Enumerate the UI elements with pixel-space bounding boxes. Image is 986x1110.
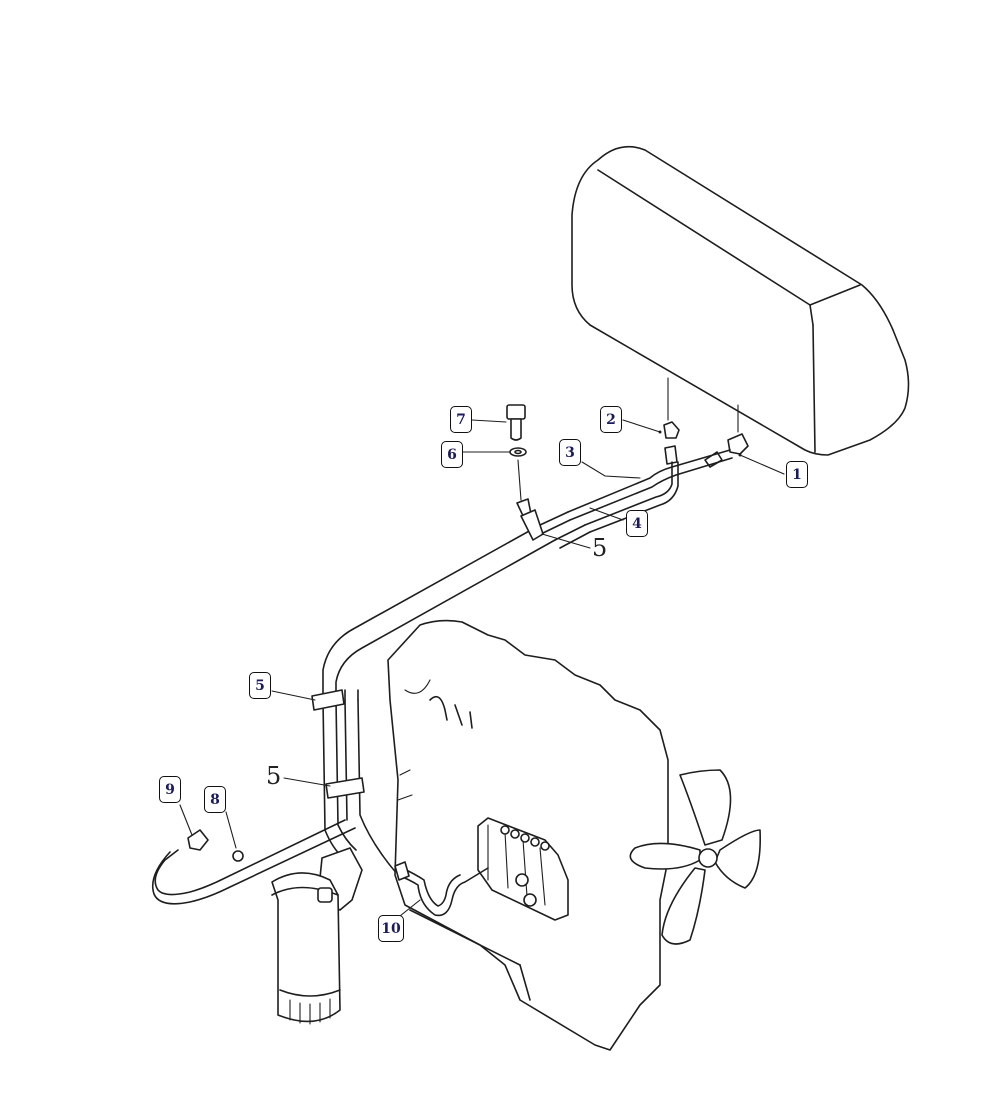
fan bbox=[629, 769, 762, 945]
callout-10: 10 bbox=[378, 915, 404, 942]
callout-3: 3 bbox=[559, 439, 581, 466]
callout-1: 1 bbox=[786, 461, 808, 488]
callout-2: 2 bbox=[600, 406, 622, 433]
anchor-dots bbox=[658, 430, 742, 457]
leader-lines bbox=[179, 419, 785, 917]
callout-8: 8 bbox=[204, 786, 226, 813]
callout-5: 5 bbox=[249, 672, 271, 699]
plain-label-5-upper: 5 bbox=[592, 534, 608, 562]
callout-6: 6 bbox=[441, 441, 463, 468]
callout-4: 4 bbox=[626, 510, 648, 537]
clamps bbox=[311, 498, 544, 799]
fuel-tank bbox=[571, 145, 910, 456]
small-fittings bbox=[187, 829, 244, 862]
fuel-lines bbox=[151, 449, 733, 905]
fuel-filter bbox=[271, 847, 363, 1025]
callout-7: 7 bbox=[450, 406, 472, 433]
engine-block bbox=[387, 619, 669, 1051]
tank-fittings bbox=[663, 421, 749, 468]
bolt-and-washer bbox=[506, 404, 527, 501]
plain-label-5-lower: 5 bbox=[266, 762, 282, 790]
callout-9: 9 bbox=[159, 776, 181, 803]
